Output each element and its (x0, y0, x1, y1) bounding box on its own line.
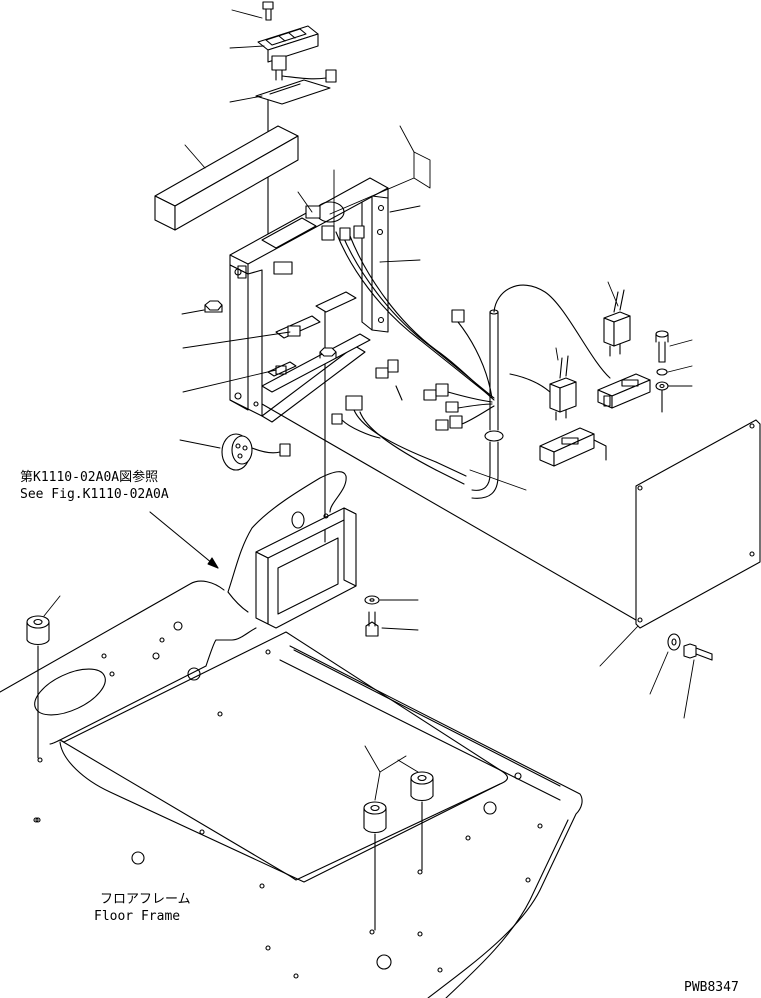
drawing-code: PWB8347 (684, 980, 739, 995)
mounting-bracket (228, 472, 356, 628)
frame-wiring (336, 226, 494, 400)
wiring-harness (332, 285, 610, 498)
buzzer (222, 434, 290, 470)
flat-washer (656, 382, 668, 390)
cover-plate (636, 420, 760, 628)
floor-label-japanese: フロアフレーム (100, 892, 191, 907)
reference-note-english: See Fig.K1110-02A0A (20, 487, 169, 502)
box-frame (230, 178, 388, 422)
relay-upper (604, 290, 630, 356)
bolt-bottom-right (684, 644, 712, 660)
nut-center (320, 348, 336, 358)
nut-left (205, 301, 222, 312)
washer-bracket (365, 596, 379, 604)
internal-plates (262, 262, 370, 392)
switch-panel (258, 26, 336, 82)
leader-lines (44, 10, 694, 800)
washer-bottom-right (668, 634, 680, 650)
floor-frame (0, 581, 582, 998)
relay-socket-right (598, 374, 650, 408)
foam-block (155, 126, 298, 230)
spring-washer (657, 369, 667, 375)
reference-arrow (150, 512, 218, 568)
collar-left (27, 616, 49, 758)
collar-right (411, 772, 433, 870)
floor-label-english: Floor Frame (94, 909, 181, 924)
screw-top (263, 2, 273, 20)
reference-note-japanese: 第K1110-02A0A図参照 (20, 470, 159, 485)
relay-lower (510, 356, 576, 420)
switch-bracket (256, 80, 330, 104)
bolt-right (656, 331, 668, 362)
guide-line (262, 404, 636, 620)
relay-socket-left (540, 428, 606, 466)
bolt-bracket (366, 612, 378, 636)
collar-center (364, 802, 386, 930)
